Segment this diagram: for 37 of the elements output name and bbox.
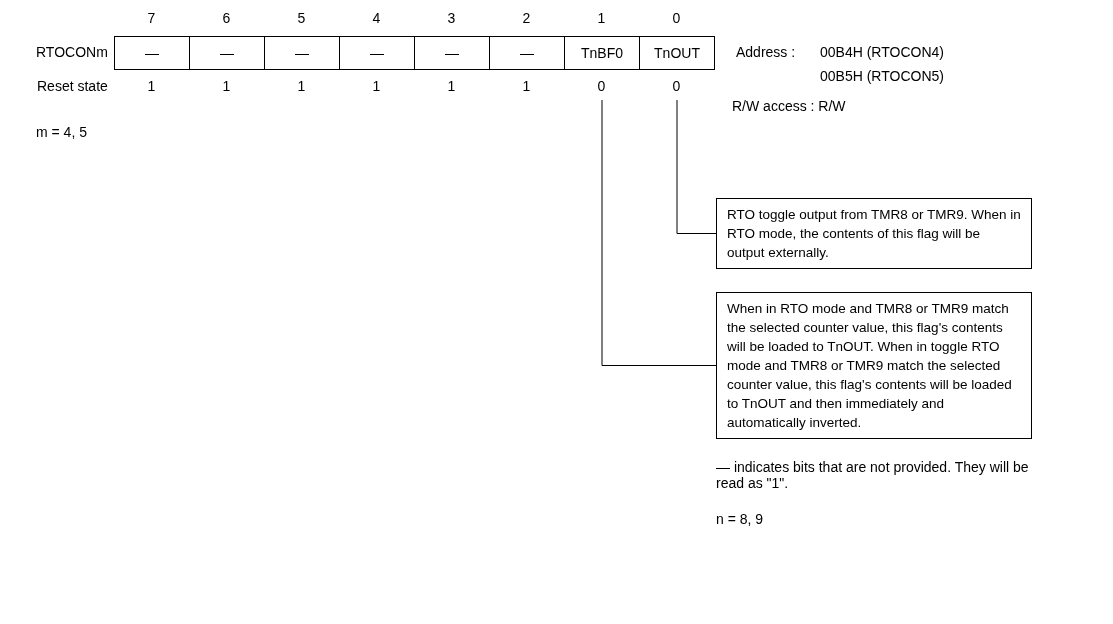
bit-cell: TnBF0 bbox=[564, 36, 640, 70]
register-note: m = 4, 5 bbox=[36, 124, 87, 140]
bit-cell: — bbox=[414, 36, 490, 70]
bit-cell: — bbox=[264, 36, 340, 70]
description-box: When in RTO mode and TMR8 or TMR9 match the selected counter value, this flag's contents will be loaded to TnOUT. When in toggle RTO mode and TMR8 or TMR9 match the selected counter value, this flag's contents will be loaded to TnOUT and then immediately and automatically inverted. bbox=[716, 292, 1032, 439]
bit-cell: — bbox=[489, 36, 565, 70]
bit-number: 1 bbox=[597, 10, 606, 26]
bit-number: 6 bbox=[222, 10, 231, 26]
reset-value: 1 bbox=[222, 78, 231, 94]
bit-number: 7 bbox=[147, 10, 156, 26]
reset-value: 0 bbox=[672, 78, 681, 94]
address-label: Address : bbox=[736, 44, 796, 60]
description-box: RTO toggle output from TMR8 or TMR9. When in RTO mode, the contents of this flag will be output externally. bbox=[716, 198, 1032, 269]
reset-value: 1 bbox=[147, 78, 156, 94]
address-value: 00B5H (RTOCON5) bbox=[820, 68, 944, 84]
bit-number: 4 bbox=[372, 10, 381, 26]
bit-cell: — bbox=[114, 36, 190, 70]
leader-line bbox=[676, 99, 717, 234]
reset-value: 1 bbox=[297, 78, 306, 94]
bit-number: 5 bbox=[297, 10, 306, 26]
reset-value: 1 bbox=[522, 78, 531, 94]
access-label: R/W access : R/W bbox=[732, 98, 846, 114]
bit-number: 3 bbox=[447, 10, 456, 26]
reset-value: 1 bbox=[447, 78, 456, 94]
register-name: RTOCONm bbox=[36, 44, 108, 60]
bit-cell: — bbox=[189, 36, 265, 70]
footnote: — indicates bits that are not provided. They will be read as "1". bbox=[716, 459, 1030, 491]
leader-line bbox=[601, 99, 717, 366]
bit-cell: TnOUT bbox=[639, 36, 715, 70]
bit-number: 2 bbox=[522, 10, 531, 26]
reset-value: 1 bbox=[372, 78, 381, 94]
bit-number: 0 bbox=[672, 10, 681, 26]
reset-state-label: Reset state bbox=[37, 78, 108, 94]
address-value: 00B4H (RTOCON4) bbox=[820, 44, 944, 60]
bit-cell: — bbox=[339, 36, 415, 70]
footnote: n = 8, 9 bbox=[716, 511, 764, 527]
reset-value: 0 bbox=[597, 78, 606, 94]
